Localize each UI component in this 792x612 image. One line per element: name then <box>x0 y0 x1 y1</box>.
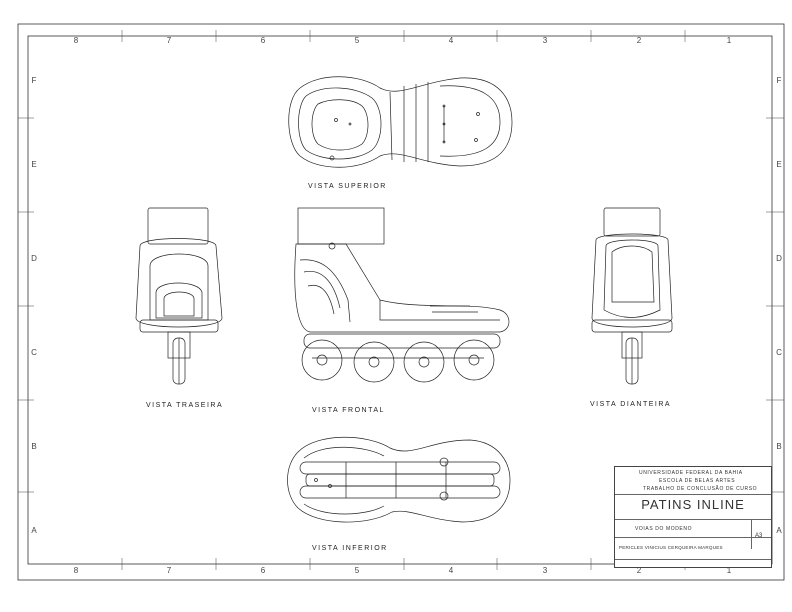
zone-row-label: F <box>776 76 782 85</box>
zone-col-label: 2 <box>636 36 642 45</box>
zone-row-label: C <box>31 348 37 357</box>
zone-row-label: E <box>776 160 782 169</box>
outer-border <box>17 23 785 581</box>
zone-col-label: 5 <box>354 566 360 575</box>
zone-col-label: 7 <box>166 566 172 575</box>
view-side <box>591 207 673 385</box>
university-name: UNIVERSIDADE FEDERAL DA BAHIA <box>639 470 743 476</box>
view-bottom <box>287 436 511 523</box>
zone-col-label: 6 <box>260 36 266 45</box>
view-back <box>135 207 223 385</box>
zone-row-label: B <box>31 442 37 451</box>
drawing-title: PATINS INLINE <box>641 497 745 512</box>
zone-ticks <box>18 30 784 570</box>
zone-col-label: 2 <box>636 566 642 575</box>
zone-col-label: 8 <box>73 36 79 45</box>
zone-row-label: D <box>31 254 37 263</box>
zone-row-label: E <box>31 160 37 169</box>
author-name: PERICLES VINICIUS CERQUEIRA MARQUES <box>619 545 723 550</box>
title-block: UNIVERSIDADE FEDERAL DA BAHIA ESCOLA DE … <box>614 466 772 568</box>
zone-col-label: 5 <box>354 36 360 45</box>
view-front <box>294 207 510 383</box>
zone-row-label: F <box>31 76 37 85</box>
zone-col-label: 1 <box>726 36 732 45</box>
zone-col-label: 7 <box>166 36 172 45</box>
view-top <box>288 76 513 168</box>
school-name: ESCOLA DE BELAS ARTES <box>659 478 736 484</box>
zone-row-label: C <box>776 348 782 357</box>
subject-name: VOIAS DO MODENO <box>635 526 693 532</box>
view-label-front: VISTA FRONTAL <box>312 407 385 414</box>
course-name: TRABALHO DE CONCLUSÃO DE CURSO <box>643 486 758 492</box>
zone-col-label: 4 <box>448 36 454 45</box>
view-label-bottom: VISTA INFERIOR <box>312 545 388 552</box>
view-label-top: VISTA SUPERIOR <box>308 183 387 190</box>
zone-col-label: 8 <box>73 566 79 575</box>
zone-row-label: A <box>776 526 782 535</box>
view-label-side: VISTA DIANTEIRA <box>590 401 672 408</box>
zone-col-label: 6 <box>260 566 266 575</box>
zone-col-label: 3 <box>542 36 548 45</box>
view-label-back: VISTA TRASEIRA <box>146 402 224 409</box>
zone-col-label: 4 <box>448 566 454 575</box>
inner-border <box>27 35 773 565</box>
zone-col-label: 3 <box>542 566 548 575</box>
zone-row-label: B <box>776 442 782 451</box>
sheet-size: A3 <box>755 533 763 539</box>
zone-row-label: D <box>776 254 782 263</box>
zone-row-label: A <box>31 526 37 535</box>
zone-col-label: 1 <box>726 566 732 575</box>
